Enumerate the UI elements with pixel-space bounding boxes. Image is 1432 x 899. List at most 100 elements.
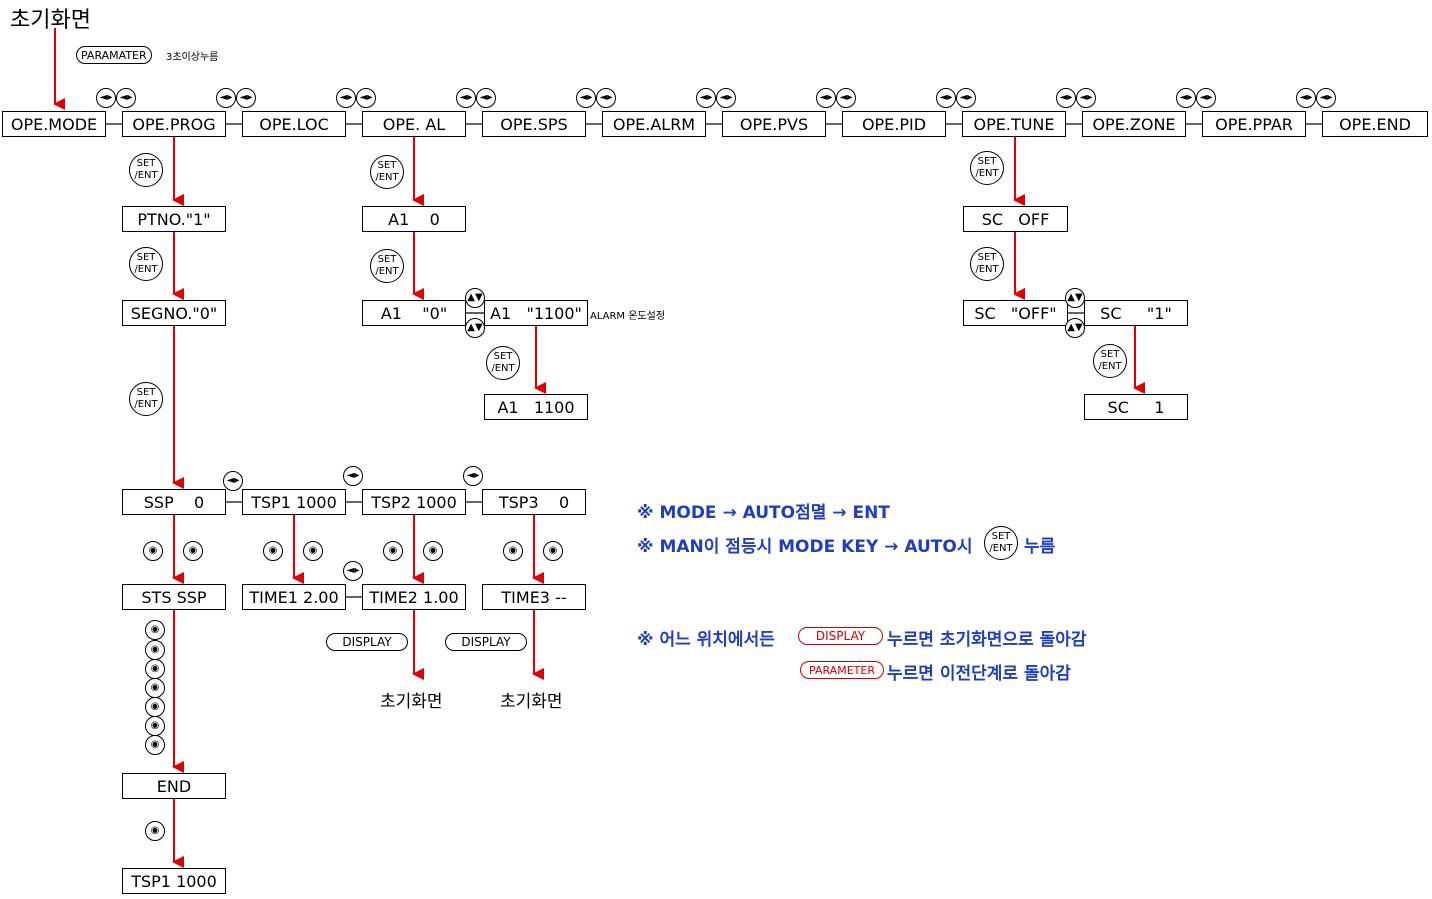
shift-key-icon[interactable]: ◄▸ [836,88,856,108]
display-key[interactable]: DISPLAY [445,633,527,651]
ssp-display: SSP 0 [122,489,226,515]
tsp1-final-display: TSP1 1000 [122,868,226,894]
shift-key-icon[interactable]: ◄▸ [816,88,836,108]
sc-display: SC OFF [963,206,1068,232]
menu-ope-tune[interactable]: OPE.TUNE [962,111,1066,137]
menu-ope-prog[interactable]: OPE.PROG [122,111,226,137]
home-label: 초기화면 [380,692,443,712]
sc-value-display: SC "1" [1084,300,1188,326]
up-down-key-icon[interactable]: ▲▼ [465,288,485,308]
time3-display: TIME3 -- [482,584,586,610]
set-ent-key[interactable]: SET/ENT [370,249,404,283]
menu-ope-ppar[interactable]: OPE.PPAR [1202,111,1306,137]
up-down-key-icon[interactable]: ▲▼ [1065,318,1085,338]
shift-key-icon[interactable]: ◄▸ [236,88,256,108]
set-ent-key[interactable]: SET/ENT [129,382,163,416]
home-title: 초기화면 [10,8,91,33]
menu-ope-alrm[interactable]: OPE.ALRM [602,111,706,137]
set-ent-key[interactable]: SET/ENT [1093,344,1127,378]
note-press: 누름 [1024,537,1056,557]
eye-key-icon[interactable]: ◉ [145,659,165,679]
set-ent-key[interactable]: SET/ENT [486,346,520,380]
eye-key-icon[interactable]: ◉ [383,541,403,561]
shift-key-icon[interactable]: ◄▸ [1176,88,1196,108]
set-ent-key[interactable]: SET/ENT [984,526,1018,560]
eye-key-icon[interactable]: ◉ [145,697,165,717]
sc-edit-display: SC "OFF" [963,300,1068,326]
shift-key-icon[interactable]: ◄▸ [1296,88,1316,108]
eye-key-icon[interactable]: ◉ [143,541,163,561]
shift-key-icon[interactable]: ◄▸ [456,88,476,108]
shift-key-icon[interactable]: ◄▸ [216,88,236,108]
time1-display: TIME1 2.00 [242,584,346,610]
hold-hint: 3초이상누름 [166,52,219,63]
set-ent-key[interactable]: SET/ENT [970,151,1004,185]
shift-key-icon[interactable]: ◄▸ [476,88,496,108]
menu-ope-sps[interactable]: OPE.SPS [482,111,586,137]
shift-key-icon[interactable]: ◄▸ [336,88,356,108]
menu-ope-pvs[interactable]: OPE.PVS [722,111,826,137]
sc-set-display: SC 1 [1084,394,1188,420]
menu-ope-al[interactable]: OPE. AL [362,111,466,137]
eye-key-icon[interactable]: ◉ [145,821,165,841]
parameter-key-red[interactable]: PARAMETER [800,661,884,679]
time2-display: TIME2 1.00 [362,584,466,610]
shift-key-icon[interactable]: ◄▸ [356,88,376,108]
tsp3-display: TSP3 0 [482,489,586,515]
set-ent-key[interactable]: SET/ENT [370,155,404,189]
shift-key-icon[interactable]: ◄▸ [96,88,116,108]
shift-key-icon[interactable]: ◄▸ [716,88,736,108]
a1-set-display: A1 1100 [484,394,588,420]
eye-key-icon[interactable]: ◉ [303,541,323,561]
ptno-display: PTNO."1" [122,206,226,232]
shift-key-icon[interactable]: ◄▸ [956,88,976,108]
shift-key-icon[interactable]: ◄▸ [1316,88,1336,108]
eye-key-icon[interactable]: ◉ [423,541,443,561]
shift-key-icon[interactable]: ◄▸ [343,561,363,581]
eye-key-icon[interactable]: ◉ [145,640,165,660]
menu-ope-zone[interactable]: OPE.ZONE [1082,111,1186,137]
shift-key-icon[interactable]: ◄▸ [1056,88,1076,108]
menu-ope-end[interactable]: OPE.END [1322,111,1428,137]
a1-display: A1 0 [362,206,466,232]
set-ent-key[interactable]: SET/ENT [970,247,1004,281]
eye-key-icon[interactable]: ◉ [263,541,283,561]
eye-key-icon[interactable]: ◉ [145,620,165,640]
eye-key-icon[interactable]: ◉ [183,541,203,561]
note-display-return: 누르면 초기화면으로 돌아감 [887,630,1087,650]
tsp2-display: TSP2 1000 [362,489,466,515]
set-ent-key[interactable]: SET/ENT [129,153,163,187]
end-display: END [122,773,226,799]
eye-key-icon[interactable]: ◉ [145,735,165,755]
display-key[interactable]: DISPLAY [326,633,408,651]
menu-ope-mode[interactable]: OPE.MODE [2,111,106,137]
up-down-key-icon[interactable]: ▲▼ [465,318,485,338]
sts-ssp-display: STS SSP [122,584,226,610]
note-man-mode: ※ MAN이 점등시 MODE KEY → AUTO시 [637,537,973,557]
menu-ope-pid[interactable]: OPE.PID [842,111,946,137]
shift-key-icon[interactable]: ◄▸ [343,466,363,486]
shift-key-icon[interactable]: ◄▸ [116,88,136,108]
eye-key-icon[interactable]: ◉ [543,541,563,561]
set-ent-key[interactable]: SET/ENT [129,247,163,281]
paramater-key[interactable]: PARAMATER [76,46,152,64]
shift-key-icon[interactable]: ◄▸ [463,466,483,486]
shift-key-icon[interactable]: ◄▸ [696,88,716,108]
up-down-key-icon[interactable]: ▲▼ [1065,288,1085,308]
shift-key-icon[interactable]: ◄▸ [596,88,616,108]
eye-key-icon[interactable]: ◉ [145,716,165,736]
note-anywhere: ※ 어느 위치에서든 [637,630,775,650]
shift-key-icon[interactable]: ◄▸ [1076,88,1096,108]
tsp1-display: TSP1 1000 [242,489,346,515]
shift-key-icon[interactable]: ◄▸ [223,471,243,491]
a1-edit-display: A1 "0" [362,300,466,326]
shift-key-icon[interactable]: ◄▸ [1196,88,1216,108]
menu-ope-loc[interactable]: OPE.LOC [242,111,346,137]
note-parameter-back: 누르면 이전단계로 돌아감 [887,664,1071,684]
shift-key-icon[interactable]: ◄▸ [576,88,596,108]
eye-key-icon[interactable]: ◉ [503,541,523,561]
display-key-red[interactable]: DISPLAY [798,627,883,645]
eye-key-icon[interactable]: ◉ [145,678,165,698]
shift-key-icon[interactable]: ◄▸ [936,88,956,108]
